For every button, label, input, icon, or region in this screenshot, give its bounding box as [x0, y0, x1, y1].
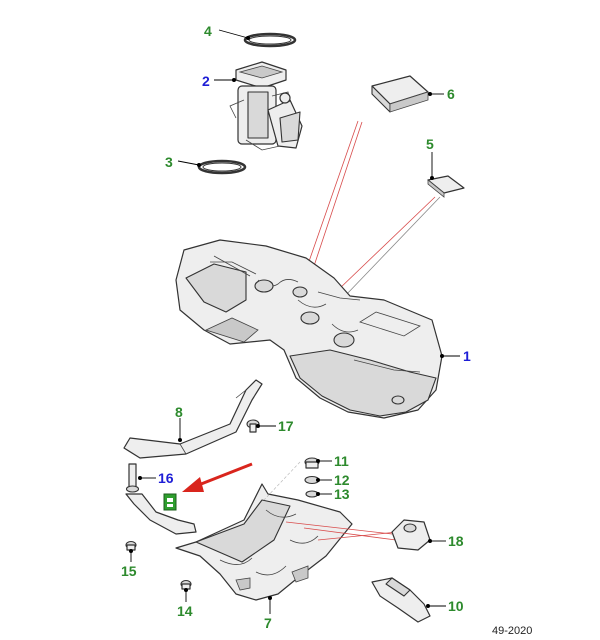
callout-4: 4 — [204, 23, 212, 39]
callout-6: 6 — [447, 86, 455, 102]
leader-lines — [129, 29, 460, 614]
part-bracket-clip — [125, 493, 197, 535]
callout-7: 7 — [264, 615, 272, 631]
callout-11: 11 — [334, 453, 349, 469]
part-damper-pad — [391, 519, 431, 551]
part-small-shield — [371, 577, 431, 623]
callout-labels: 4 2 3 6 5 1 8 17 16 11 12 13 18 15 14 7 … — [121, 23, 471, 631]
callout-15: 15 — [121, 563, 137, 579]
part-nut-15 — [125, 540, 137, 551]
callout-16: 16 — [158, 470, 174, 486]
part-nut-14 — [180, 579, 192, 590]
part-bolt-16 — [125, 463, 140, 493]
part-heat-shield — [175, 461, 399, 601]
part-control-module — [371, 75, 429, 113]
callout-17: 17 — [278, 418, 294, 434]
part-fuel-tank — [175, 239, 443, 419]
callout-5: 5 — [426, 136, 434, 152]
callout-12: 12 — [334, 472, 350, 488]
callout-10: 10 — [448, 598, 464, 614]
callout-1: 1 — [463, 348, 471, 364]
callout-8: 8 — [175, 404, 183, 420]
callout-2: 2 — [202, 73, 210, 89]
callout-18: 18 — [448, 533, 464, 549]
figure-code: 49-2020 — [492, 625, 532, 637]
callout-13: 13 — [334, 486, 350, 502]
part-pad — [427, 175, 465, 198]
highlighted-clip — [163, 493, 177, 511]
red-pointer-arrow — [182, 462, 253, 492]
part-fuel-pump-module — [229, 61, 303, 151]
callout-3: 3 — [165, 154, 173, 170]
part-strap — [123, 379, 263, 459]
part-seal-ring-lower — [197, 159, 247, 175]
part-seal-ring-top — [243, 32, 297, 48]
red-guide-lines — [305, 120, 441, 297]
callout-14: 14 — [177, 603, 193, 619]
